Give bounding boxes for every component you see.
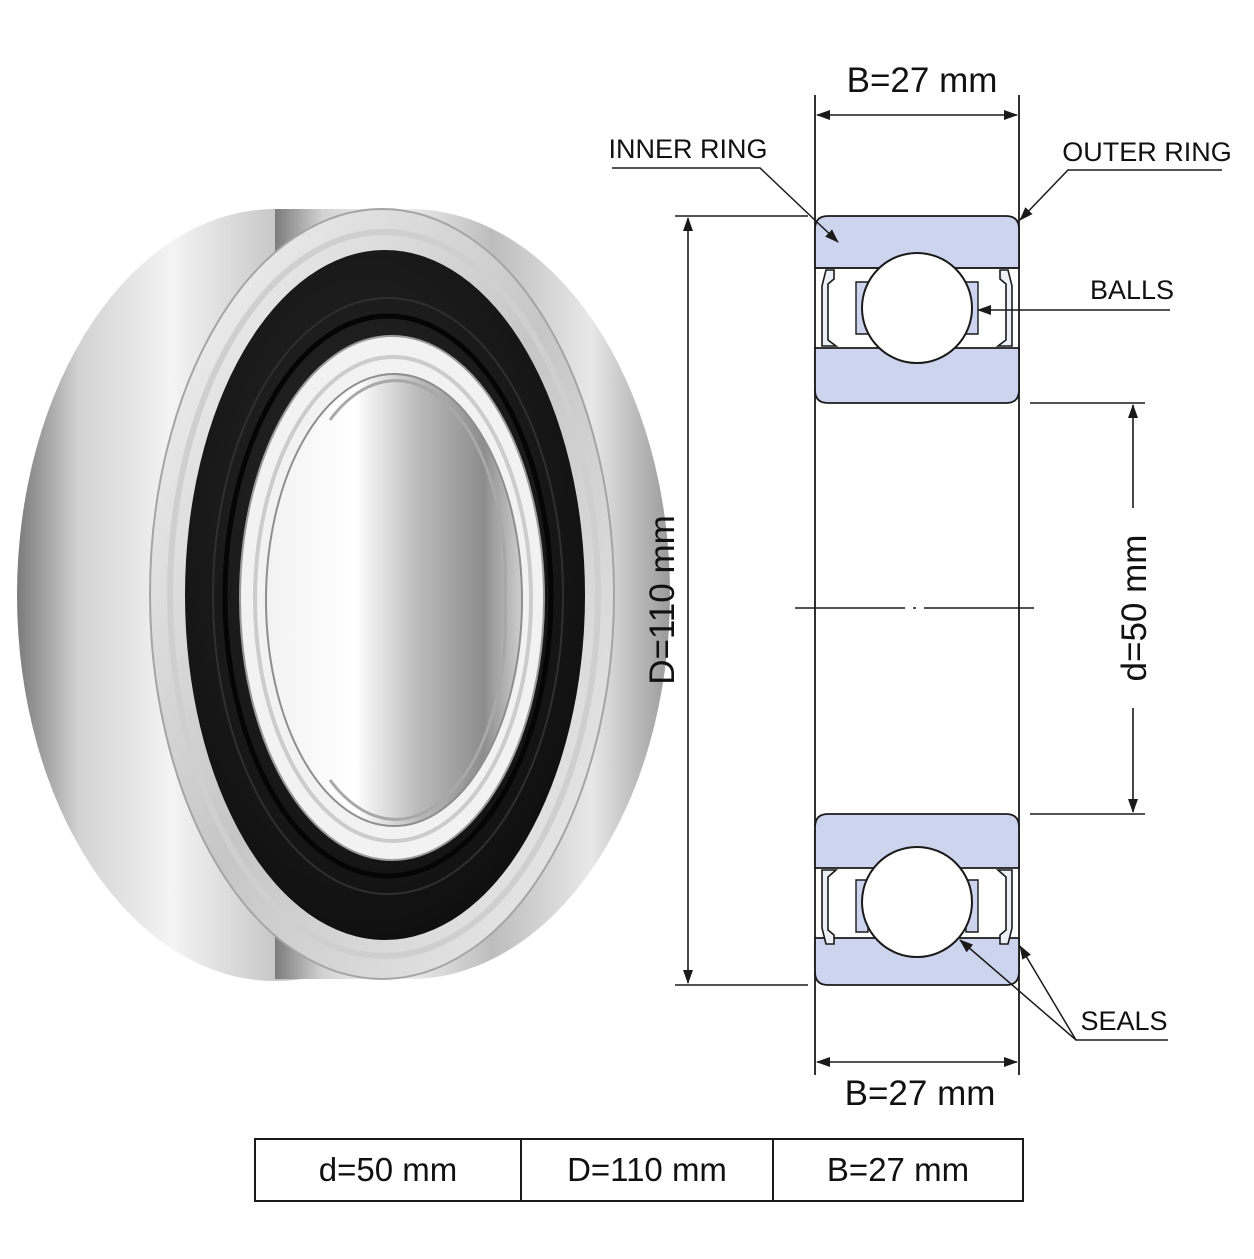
spec-outer-diameter-cell: D=110 mm — [520, 1138, 774, 1202]
outer-ring-label: OUTER RING — [1062, 137, 1232, 167]
spec-table: d=50 mm D=110 mm B=27 mm — [254, 1138, 1024, 1202]
inner-ring-chamfer — [253, 355, 533, 843]
balls-label: BALLS — [1090, 275, 1174, 305]
top-seal-left — [821, 269, 839, 347]
outer-ring-chamfer — [167, 229, 601, 959]
bottom-ring-section — [814, 813, 1020, 986]
bottom-seal-right — [995, 869, 1013, 945]
spec-table-row: d=50 mm D=110 mm B=27 mm — [254, 1138, 1024, 1202]
bottom-seal-left — [821, 869, 839, 945]
bottom-inner-ring — [814, 813, 1020, 869]
inner-ring-label: INNER RING — [608, 134, 767, 164]
outer-diameter-label: D=110 mm — [643, 515, 682, 685]
outer-ring-leader — [1019, 169, 1222, 221]
inner-ring-leader — [612, 167, 839, 243]
seals-leader-b — [1019, 945, 1077, 1041]
cross-section-drawing — [612, 95, 1222, 1075]
bore-far-edge — [328, 379, 507, 821]
seal-groove — [222, 313, 554, 879]
top-seal-right — [995, 269, 1013, 347]
bearing-illustration — [17, 208, 670, 981]
top-ball — [861, 252, 973, 364]
bottom-ball — [861, 846, 973, 958]
top-inner-ring — [814, 347, 1020, 404]
bore-opening — [265, 373, 523, 827]
seals-label: SEALS — [1080, 1006, 1167, 1036]
spec-bore-cell: d=50 mm — [254, 1138, 522, 1202]
seal-highlight — [212, 297, 564, 895]
width-label-bottom: B=27 mm — [845, 1074, 996, 1113]
top-ring-section — [814, 215, 1020, 404]
width-label-top: B=27 mm — [847, 61, 998, 100]
spec-width-cell: B=27 mm — [772, 1138, 1024, 1202]
bore-diameter-label: d=50 mm — [1115, 535, 1154, 682]
